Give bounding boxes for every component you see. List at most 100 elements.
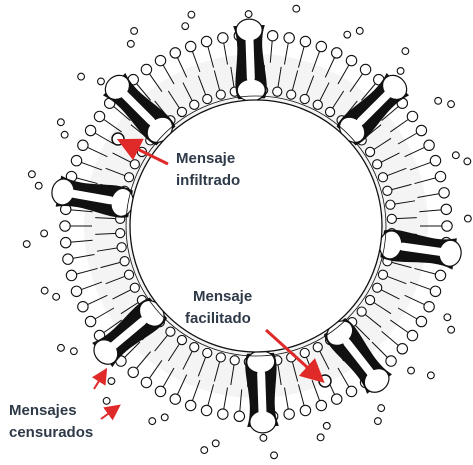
message-dot (408, 367, 415, 374)
lipid-head-outer (424, 140, 434, 150)
lipid-head-outer (430, 286, 440, 296)
lipid-head-outer (316, 400, 326, 410)
lipid-head-inner (378, 173, 387, 182)
lipid-head-inner (124, 270, 133, 279)
lipid-head-inner (357, 307, 366, 316)
lipid-head-outer (435, 270, 445, 280)
message-dot (444, 314, 451, 321)
lipid-head-outer (346, 386, 356, 396)
message-dot (188, 11, 195, 18)
lipid-head-outer (78, 140, 88, 150)
lipid-head-outer (435, 171, 445, 181)
lipid-head-outer (441, 204, 451, 214)
message-dot (317, 434, 324, 441)
message-dot (271, 452, 278, 459)
lipid-head-inner (300, 94, 309, 103)
lipid-head-outer (71, 286, 81, 296)
lipid-head-outer (267, 31, 277, 41)
lipid-head-inner (117, 243, 126, 252)
lipid-head-outer (218, 33, 228, 43)
lipid-head-inner (313, 100, 322, 109)
message-dot (402, 48, 409, 55)
lipid-head-outer (201, 36, 211, 46)
lipid-head-outer (439, 188, 449, 198)
message-dot (260, 434, 267, 441)
lipid-head-inner (203, 94, 212, 103)
arrow-censurado-2 (101, 408, 116, 419)
lipid-head-outer (332, 48, 342, 58)
lipid-head-outer (234, 411, 244, 421)
label-mensajes-censurados: Mensajes censurados (9, 402, 93, 441)
lipid-head-inner (313, 343, 322, 352)
lipid-head-inner (373, 283, 382, 292)
lipid-head-inner (124, 173, 133, 182)
lumen (130, 100, 382, 352)
lipid-head-inner (130, 283, 139, 292)
message-dot (293, 5, 300, 12)
lipid-head-outer (155, 386, 165, 396)
lipid-head-outer (346, 55, 356, 65)
message-dot (344, 31, 351, 38)
message-dot (41, 287, 48, 294)
message-dot (23, 241, 30, 248)
message-dot (201, 447, 208, 454)
membrane-pore (245, 350, 278, 433)
message-dot (53, 293, 60, 300)
message-dot (464, 158, 471, 165)
lipid-head-inner (216, 353, 225, 362)
arrow-censurado-1 (94, 373, 104, 389)
message-dot (464, 215, 471, 222)
lipid-head-outer (141, 64, 151, 74)
lipid-head-outer (201, 405, 211, 415)
lipid-head-inner (287, 90, 296, 99)
lipid-head-outer (407, 330, 417, 340)
lipid-head-inner (230, 356, 239, 365)
lipid-head-inner (383, 186, 392, 195)
message-dot (78, 73, 85, 80)
message-dot (435, 97, 442, 104)
lipid-head-outer (185, 41, 195, 51)
message-dot (103, 397, 110, 404)
lipid-head-inner (365, 147, 374, 156)
message-dot (57, 119, 64, 126)
lipid-head-outer (60, 221, 70, 231)
message-dot (41, 230, 48, 237)
message-dot (161, 414, 168, 421)
message-dot (70, 348, 77, 355)
lipid-head-inner (273, 87, 282, 96)
lipid-head-outer (141, 377, 151, 387)
message-dot (448, 326, 455, 333)
message-dot (245, 11, 252, 18)
message-dot (131, 28, 138, 35)
lipid-head-outer (61, 237, 71, 247)
message-dot (427, 372, 434, 379)
message-dot (452, 152, 459, 159)
lipid-head-inner (177, 107, 186, 116)
message-dot (127, 40, 134, 47)
lipid-head-inner (120, 257, 129, 266)
lipid-head-outer (66, 270, 76, 280)
lipid-head-outer (63, 254, 73, 264)
message-dot (98, 78, 105, 85)
lipid-head-outer (71, 155, 81, 165)
lipid-head-inner (325, 107, 334, 116)
lipid-head-inner (373, 160, 382, 169)
lipid-head-outer (386, 356, 396, 366)
lipid-head-inner (365, 295, 374, 304)
lipid-head-outer (155, 55, 165, 65)
infiltrated-message-sphere (112, 133, 124, 145)
lipid-head-outer (78, 302, 88, 312)
lipid-head-outer (284, 33, 294, 43)
lipid-head-outer (360, 64, 370, 74)
lipid-head-outer (430, 155, 440, 165)
message-dot (356, 27, 363, 34)
lipid-head-outer (170, 394, 180, 404)
lipid-head-outer (284, 409, 294, 419)
lipid-head-outer (407, 111, 417, 121)
lipid-head-outer (300, 36, 310, 46)
message-dot (182, 23, 189, 30)
lipid-head-inner (300, 348, 309, 357)
message-dot (108, 378, 115, 385)
lipid-head-inner (386, 200, 395, 209)
